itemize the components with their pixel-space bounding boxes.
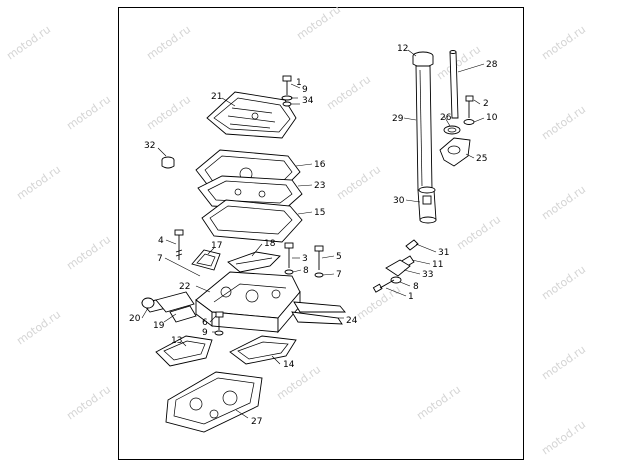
watermark: motod.ru <box>334 163 383 203</box>
watermark: motod.ru <box>324 73 373 113</box>
callout-26: 26 <box>440 113 452 123</box>
callout-7: 7 <box>336 270 342 280</box>
watermark: motod.ru <box>64 93 113 133</box>
callout-28: 28 <box>486 60 498 70</box>
callout-17: 17 <box>211 241 222 251</box>
callout-23: 23 <box>314 181 325 191</box>
watermark: motod.ru <box>274 363 323 403</box>
plug-part <box>161 156 175 169</box>
callout-13: 13 <box>171 336 182 346</box>
watermark: motod.ru <box>64 383 113 423</box>
lifter-block-part <box>385 259 411 284</box>
small-bolt-part <box>214 311 224 336</box>
callout-15: 15 <box>314 208 325 218</box>
callout-12: 12 <box>397 44 408 54</box>
watermark: motod.ru <box>539 343 588 383</box>
retainer-bolt-part <box>463 95 475 125</box>
bolt-middle-part <box>284 242 324 278</box>
watermark: motod.ru <box>414 383 463 423</box>
callout-6: 6 <box>202 318 208 328</box>
watermark: motod.ru <box>454 213 503 253</box>
callout-31: 31 <box>438 248 449 258</box>
callout-1: 1 <box>296 78 302 88</box>
leader-lines <box>141 49 485 419</box>
callout-5: 5 <box>336 252 342 262</box>
callout-14: 14 <box>283 360 295 370</box>
watermark: motod.ru <box>539 183 588 223</box>
callout-21: 21 <box>211 92 222 102</box>
callout-4: 4 <box>158 236 164 246</box>
callout-8: 8 <box>303 266 309 276</box>
watermark: motod.ru <box>14 308 63 348</box>
callout-3: 3 <box>302 254 308 264</box>
callout-9: 9 <box>202 328 208 338</box>
washer-part <box>443 125 461 135</box>
watermark: motod.ru <box>144 23 193 63</box>
callout-25: 25 <box>476 154 487 164</box>
pushrod-tube-part <box>291 301 346 325</box>
watermark: motod.ru <box>144 93 193 133</box>
rocker-shaft-part <box>141 291 197 323</box>
callout-7: 7 <box>157 254 163 264</box>
bolt-right-part <box>372 279 395 293</box>
callout-2: 2 <box>483 99 489 109</box>
base-gasket-part <box>165 371 263 433</box>
callout-32: 32 <box>144 141 155 151</box>
watermark: motod.ru <box>64 233 113 273</box>
gasket-left-part <box>155 335 213 367</box>
pushrod-cover-tube-part <box>415 65 433 191</box>
callout-16: 16 <box>314 160 326 170</box>
bolt-left-part <box>174 229 184 260</box>
rocker-housing-part <box>195 271 301 334</box>
callout-10: 10 <box>486 113 498 123</box>
rocker-cover-part <box>206 91 297 139</box>
tube-cap-part <box>412 51 434 68</box>
gasket-lower-part <box>201 199 303 243</box>
retainer-part <box>439 137 471 167</box>
callout-27: 27 <box>251 417 262 427</box>
watermark: motod.ru <box>14 163 63 203</box>
pushrod-part <box>449 50 459 119</box>
watermark: motod.ru <box>539 418 588 458</box>
callout-33: 33 <box>422 270 433 280</box>
callout-20: 20 <box>129 314 141 324</box>
callout-30: 30 <box>393 196 405 206</box>
callout-8: 8 <box>413 282 419 292</box>
callout-9: 9 <box>302 85 308 95</box>
watermark: motod.ru <box>294 3 343 43</box>
callout-29: 29 <box>392 114 404 124</box>
callout-22: 22 <box>179 282 190 292</box>
callout-34: 34 <box>302 96 314 106</box>
small-gasket-part <box>191 249 221 271</box>
gasket-right-part <box>229 335 297 365</box>
callout-24: 24 <box>346 316 358 326</box>
callout-1: 1 <box>408 292 414 302</box>
watermark-layer: motod.ru motod.ru motod.ru motod.ru moto… <box>4 3 588 458</box>
callout-19: 19 <box>153 321 165 331</box>
rocker-arm-part <box>227 251 281 273</box>
watermark: motod.ru <box>539 103 588 143</box>
watermark: motod.ru <box>539 23 588 63</box>
callout-11: 11 <box>432 260 443 270</box>
watermark: motod.ru <box>4 23 53 63</box>
tube-lower-part <box>417 186 437 224</box>
watermark: motod.ru <box>434 43 483 83</box>
callout-18: 18 <box>264 239 276 249</box>
watermark: motod.ru <box>539 263 588 303</box>
callout-labels: 1 9 34 21 32 16 23 15 4 17 18 7 3 5 8 7 … <box>129 44 498 427</box>
